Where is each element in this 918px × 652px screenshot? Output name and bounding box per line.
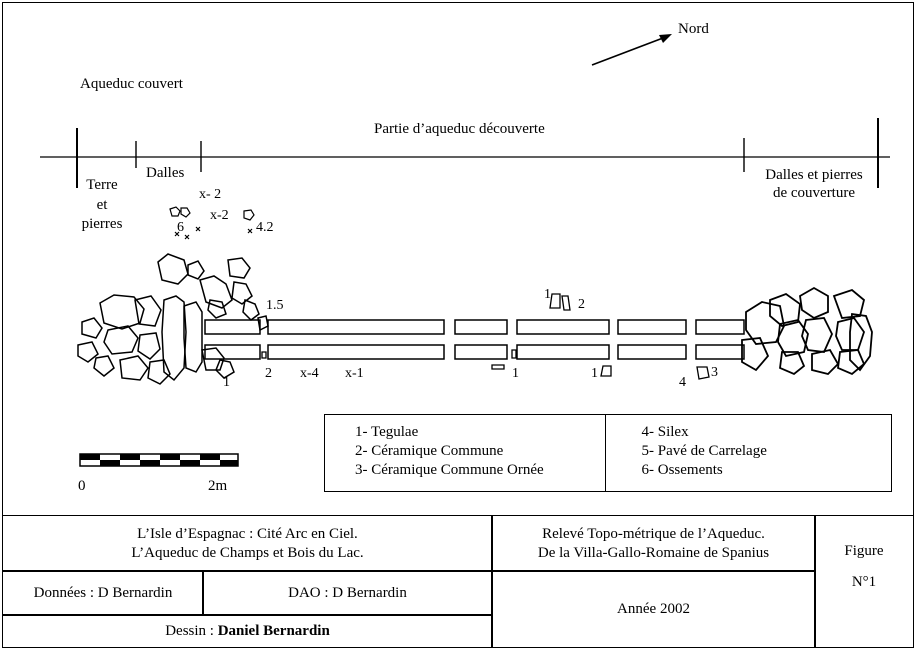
legend-item: 1- Tegulae [355,424,419,440]
mark-x2: x-2 [210,208,229,223]
mark-x1: x-1 [345,366,364,381]
releve-line-1: Relevé Topo-métrique de l’Aqueduc. [542,525,765,542]
releve-line-2: De la Villa-Gallo-Romaine de Spanius [537,544,770,561]
legend-item: 3- Céramique Commune Ornée [355,462,544,478]
dessin-cell: Dessin : Daniel Bernardin [2,614,493,648]
figure-number: N°1 [851,574,877,590]
dao-text: DAO : D Bernardin [288,584,407,601]
figure-label: Figure [844,543,884,559]
dalles-couverture-label-2: de couverture [772,185,856,201]
mark-1-5: 1.5 [266,298,284,313]
mark-1-b: 1 [512,366,519,381]
legend-left-column: 1- Tegulae 2- Céramique Commune 3- Céram… [325,415,605,491]
channel-finds [261,293,710,380]
mark-x4: x-4 [300,366,319,381]
mark-3: 3 [711,365,718,380]
slab-rows [204,319,745,360]
scale-start-label: 0 [78,478,86,494]
dalles-couverture-label-1: Dalles et pierres [765,167,863,183]
left-rubble [77,253,269,385]
mark-2-a: 2 [265,366,272,381]
dessin-prefix: Dessin : [165,622,214,639]
mark-1-top: 1 [544,287,551,302]
legend-item: 4- Silex [641,424,689,440]
site-line-1: L’Isle d’Espagnac : Cité Arc en Ciel. [137,525,358,542]
partie-decouverte-label: Partie d’aqueduc découverte [374,121,545,137]
north-arrow [591,34,672,66]
legend-right-column: 4- Silex 5- Pavé de Carrelage 6- Ossemen… [604,415,892,491]
section-line [40,118,890,188]
scale-bar [79,453,239,467]
legend-box: 1- Tegulae 2- Céramique Commune 3- Céram… [324,414,892,492]
north-label: Nord [678,21,709,37]
mark-1-c: 1 [591,366,598,381]
annee-cell: Année 2002 [491,570,816,648]
annee-text: Année 2002 [617,600,690,617]
terre-label-1: Terre [86,177,118,193]
donnees-text: Données : D Bernardin [33,584,173,601]
scattered-finds [169,206,255,240]
mark-6: 6 [177,220,184,235]
right-rubble [741,286,873,376]
mark-4-2: 4.2 [256,220,274,235]
mark-4: 4 [679,375,686,390]
mark-x2-top: x- 2 [199,187,222,202]
aqueduc-couvert-label: Aqueduc couvert [80,76,183,92]
terre-label-2: et [96,197,108,213]
dessin-name: Daniel Bernardin [217,622,330,639]
figure-cell: Figure N°1 [814,515,914,648]
releve-cell: Relevé Topo-métrique de l’Aqueduc. De la… [491,515,816,572]
legend-item: 5- Pavé de Carrelage [641,443,767,459]
scale-end-label: 2m [208,478,228,494]
donnees-cell: Données : D Bernardin [2,570,204,616]
dalles-label: Dalles [146,165,185,181]
legend-item: 6- Ossements [641,462,723,478]
mark-2-top: 2 [578,297,585,312]
terre-label-3: pierres [81,216,123,232]
mark-1-a: 1 [223,375,230,390]
site-line-2: L’Aqueduc de Champs et Bois du Lac. [131,544,364,561]
site-cell: L’Isle d’Espagnac : Cité Arc en Ciel. L’… [2,515,493,572]
dao-cell: DAO : D Bernardin [202,570,493,616]
legend-item: 2- Céramique Commune [355,443,504,459]
